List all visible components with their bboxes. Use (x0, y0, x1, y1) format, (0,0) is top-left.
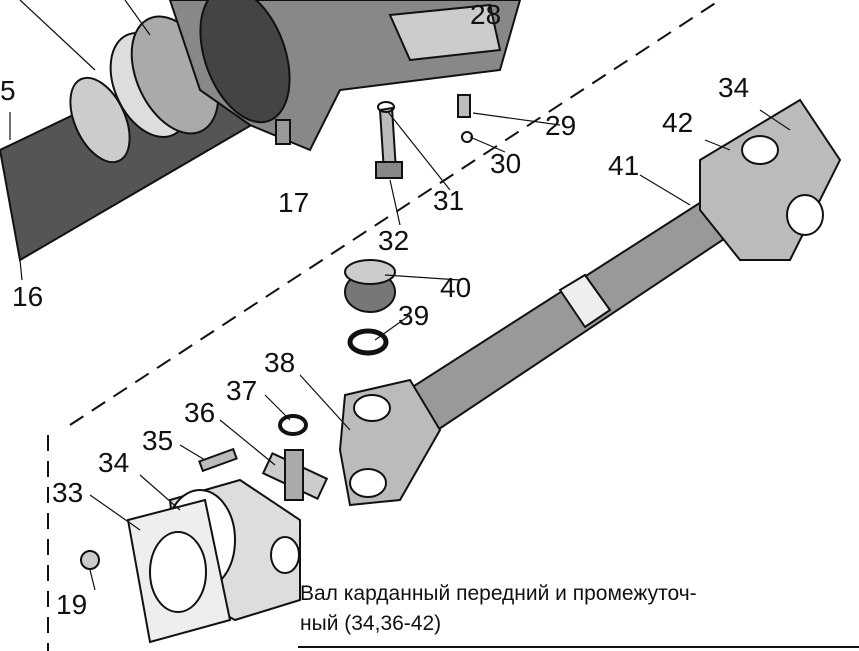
label-19: 19 (56, 589, 87, 620)
caption-underline (298, 646, 859, 648)
bolt-head-32 (375, 161, 403, 179)
label-35: 35 (142, 425, 173, 456)
label-29: 29 (545, 110, 576, 141)
label-17: 17 (278, 187, 309, 218)
cap-40 (344, 259, 396, 313)
bolt-35 (198, 447, 238, 473)
label-31: 31 (433, 185, 464, 216)
label-42: 42 (662, 107, 693, 138)
label-28: 28 (470, 0, 501, 30)
steering-knuckle-housing (168, 0, 522, 152)
label-38: 38 (264, 347, 295, 378)
seal-39 (347, 328, 389, 356)
label-36: 36 (184, 397, 215, 428)
caption-line-2: ный (34,36-42) (300, 612, 442, 635)
ring-30 (461, 131, 473, 143)
cardan-shaft (338, 98, 842, 507)
seal-37 (278, 414, 308, 436)
label-16: 16 (12, 281, 43, 312)
pin-29 (457, 94, 471, 118)
label-41: 41 (608, 150, 639, 181)
label-40: 40 (440, 272, 471, 303)
gasket-33 (126, 498, 232, 644)
label-37: 37 (226, 375, 257, 406)
plug-17 (275, 119, 291, 145)
label-33: 33 (52, 477, 83, 508)
axle-shaft (0, 15, 262, 262)
nut-19 (80, 550, 100, 570)
cross-36 (261, 449, 329, 501)
label-5: 5 (0, 75, 16, 106)
caption-line-1: Вал карданный передний и промежуточ- (300, 582, 697, 605)
washer-31 (377, 101, 395, 113)
label-32: 32 (378, 225, 409, 256)
leader-lines (9, 0, 791, 591)
label-30: 30 (490, 148, 521, 179)
label-34-left: 34 (98, 447, 129, 478)
label-39: 39 (398, 300, 429, 331)
label-34-top: 34 (718, 72, 749, 103)
